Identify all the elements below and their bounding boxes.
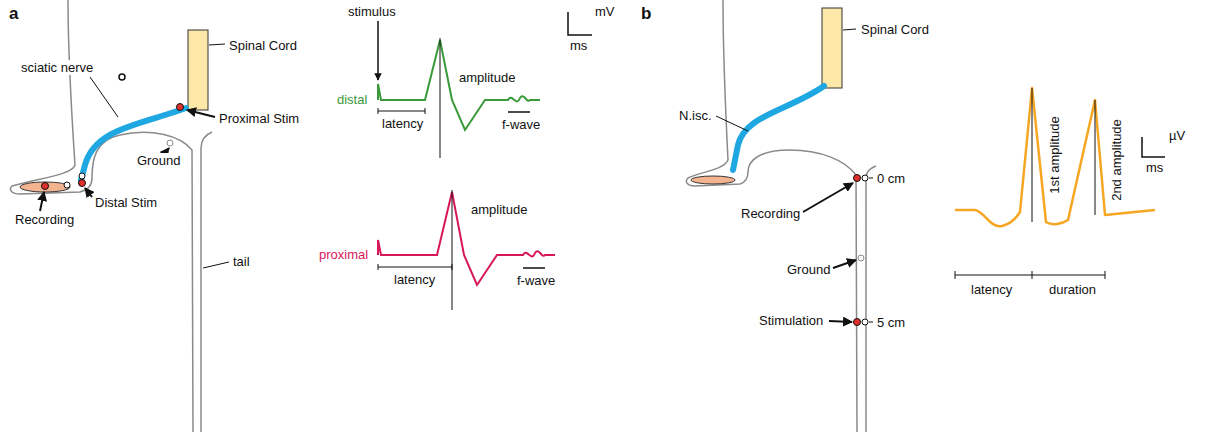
illustration-stroke	[862, 175, 868, 181]
leader-lines	[716, 29, 873, 322]
scale-unit: ms	[1145, 160, 1164, 175]
panel-letter: a	[8, 4, 19, 23]
illustration-stroke	[1095, 100, 1096, 215]
illustration-stroke	[10, 0, 193, 432]
illustration-stroke	[523, 267, 545, 269]
sciatic-nerve	[81, 108, 186, 180]
illustration-stroke	[858, 255, 864, 261]
part-label: Spinal Cord	[228, 38, 298, 53]
measure-label: latency	[393, 272, 436, 287]
illustration-stroke	[854, 175, 861, 182]
illustration-stroke	[64, 182, 70, 188]
measure-label: amplitude	[458, 70, 516, 85]
illustration-stroke	[716, 116, 748, 131]
part-label: Ground	[786, 262, 831, 277]
illustration-stroke	[378, 264, 452, 270]
illustration-stroke	[1142, 137, 1165, 157]
illustration-stroke	[829, 321, 852, 322]
measure-label: f-wave	[501, 117, 541, 132]
illustration-stroke	[803, 183, 853, 212]
illustration-stroke	[201, 132, 212, 432]
part-label: N.isc.	[678, 108, 713, 123]
panel-letter: b	[640, 4, 652, 23]
illustration-stroke	[866, 166, 876, 432]
illustration-stroke	[79, 173, 85, 179]
measure-marks	[378, 12, 592, 310]
measure-label: 2nd amplitude	[1109, 118, 1124, 202]
illustration-stroke	[203, 262, 229, 268]
measure-label: amplitude	[470, 202, 528, 217]
paw-muscle	[691, 176, 735, 184]
part-label: Proximal Stim	[218, 111, 300, 126]
illustration-stroke	[79, 180, 86, 187]
reference-dot	[119, 74, 125, 80]
spinal-cord	[188, 30, 208, 110]
part-label: Spinal Cord	[860, 22, 930, 37]
illustration-stroke	[833, 260, 856, 268]
illustration-stroke	[85, 188, 92, 197]
trace-label: stimulus	[347, 4, 397, 19]
trace-name: distal	[336, 92, 368, 107]
illustration-stroke	[378, 108, 425, 114]
measure-label: latency	[970, 282, 1013, 297]
illustration-stroke	[42, 183, 49, 190]
illustration-stroke	[187, 110, 215, 117]
illustration-stroke	[167, 140, 173, 146]
illustration-stroke	[1032, 88, 1033, 222]
electrodes	[854, 175, 869, 326]
illustration-stroke	[377, 21, 379, 80]
scale-unit: ms	[569, 38, 588, 53]
illustration-stroke	[862, 319, 868, 325]
part-label: tail	[232, 254, 251, 269]
measure-label: 1st amplitude	[1047, 115, 1062, 194]
part-label: Distal Stim	[94, 195, 158, 210]
leader-lines	[40, 21, 378, 268]
paw-muscle	[20, 182, 70, 192]
illustration-stroke	[869, 322, 873, 323]
part-label: Recording	[14, 212, 75, 227]
illustration-stroke	[568, 12, 592, 35]
illustration-stroke	[508, 111, 530, 113]
trace-name: proximal	[318, 247, 369, 262]
part-label: sciatic nerve	[20, 60, 94, 75]
illustration-stroke	[869, 178, 873, 179]
part-label: Stimulation	[758, 313, 824, 328]
distance-mark: 5 cm	[876, 315, 906, 330]
illustration-stroke	[854, 319, 861, 326]
measure-label: duration	[1048, 282, 1097, 297]
part-label: Ground	[136, 153, 181, 168]
scale-unit: µV	[1168, 128, 1186, 143]
illustration-stroke	[686, 0, 857, 432]
scale-unit: mV	[594, 4, 616, 19]
tail-nerve-trace	[955, 88, 1155, 226]
illustration-stroke	[843, 29, 856, 30]
illustration-stroke	[209, 44, 225, 45]
body-outline	[686, 0, 876, 432]
illustration-stroke	[955, 271, 1105, 279]
illustration-stroke	[177, 104, 184, 111]
illustration-stroke	[90, 77, 118, 117]
distance-mark: 0 cm	[876, 171, 906, 186]
part-label: Recording	[740, 206, 801, 221]
measure-label: f-wave	[516, 273, 556, 288]
measure-label: latency	[381, 116, 424, 131]
illustration-stroke	[440, 38, 441, 158]
illustration-stroke	[40, 192, 44, 211]
measure-marks	[955, 88, 1165, 279]
sciatic-nerve	[733, 86, 824, 170]
illustration-stroke	[452, 190, 453, 310]
spinal-cord	[822, 8, 842, 88]
electrodes	[42, 104, 184, 190]
body-outline	[10, 0, 212, 432]
